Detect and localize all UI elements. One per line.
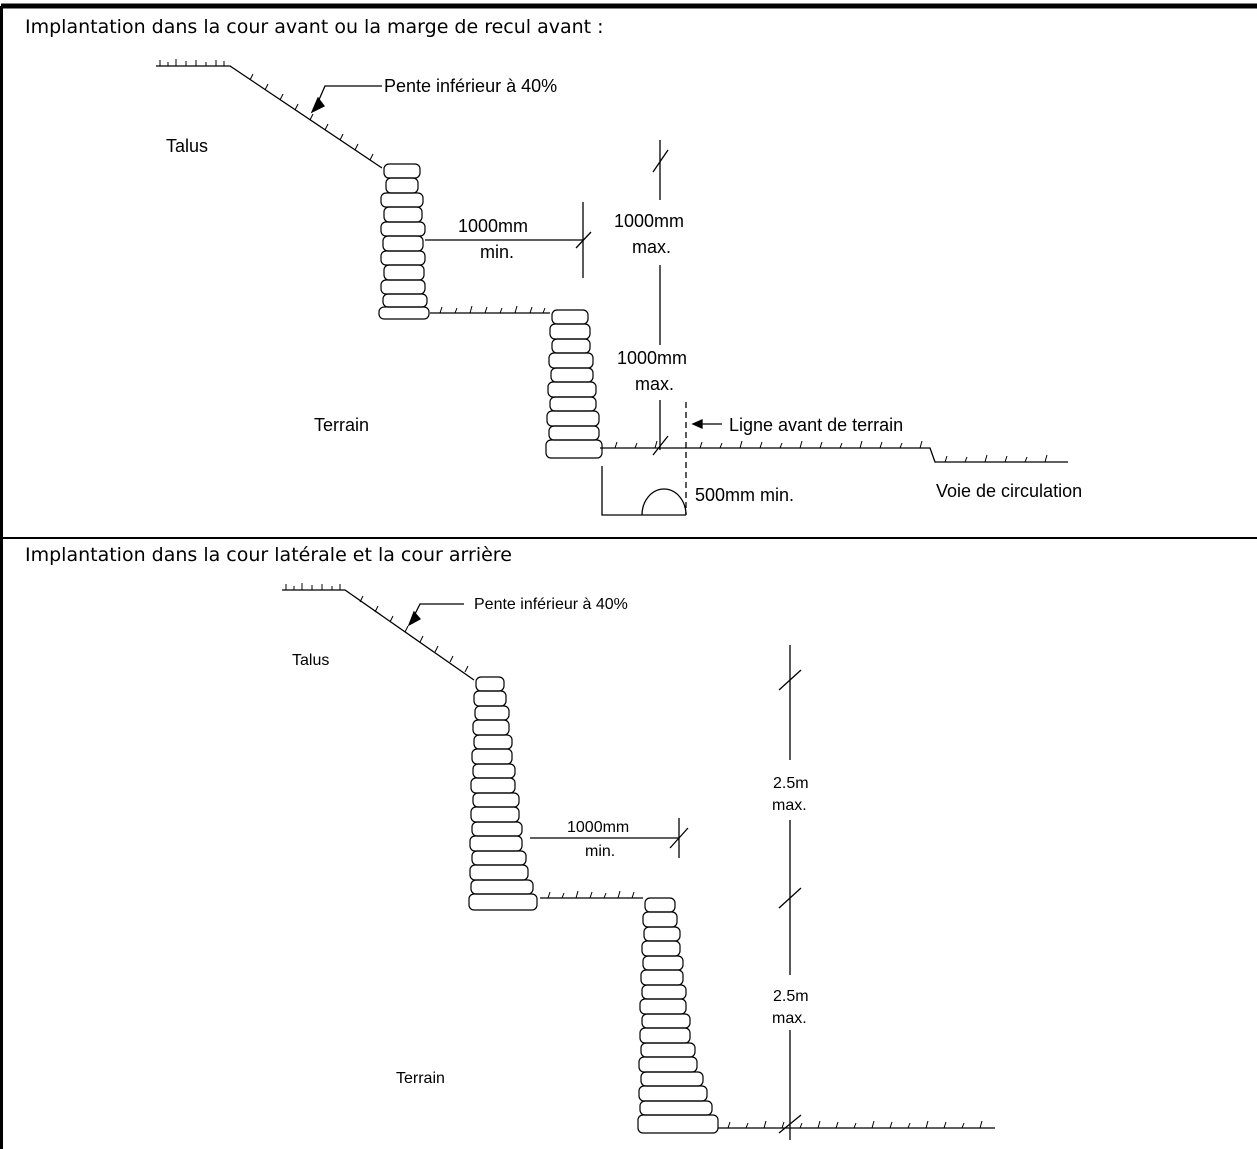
height-top-value-label-2: 2.5m [773,775,809,792]
talus-label: Talus [166,136,208,156]
panel-2-title: Implantation dans la cour latérale et la… [25,544,512,566]
terrain-label-2: Terrain [396,1070,445,1087]
talus-slope-line-2 [282,589,475,681]
road-label: Voie de circulation [936,481,1082,501]
terrain-label: Terrain [314,415,369,435]
height-bottom-value-label-2: 2.5m [773,988,809,1005]
height-bottom-value-label: 1000mm [617,348,687,368]
slope-label-2: Pente inférieur à 40% [474,596,628,613]
slope-label: Pente inférieur à 40% [384,76,557,96]
clearance-label: 500mm min. [695,485,794,505]
panel-2-labels: Pente inférieur à 40% Talus Terrain 1000… [292,596,809,1087]
height-top-note-label-2: max. [772,797,807,814]
panel-2-grass [285,583,983,1129]
panel-2-wall-upper [468,676,538,911]
panel-1-drawing [156,65,1068,516]
panel-1-grass [159,59,1048,463]
panel-1-title: Implantation dans la cour avant ou la ma… [25,16,604,38]
panel-1-wall-upper [378,163,430,320]
height-top-value-label: 1000mm [614,211,684,231]
height-bottom-note-label-2: max. [772,1010,807,1027]
panel-1-wall-lower [545,309,603,459]
height-bottom-note-label: max. [635,374,674,394]
front-line-label: Ligne avant de terrain [729,415,903,435]
talus-slope-line [156,65,383,169]
table-borders [0,3,1257,1149]
setback-value-label-2: 1000mm [567,819,629,836]
setback-value-label: 1000mm [458,216,528,236]
height-top-note-label: max. [632,237,671,257]
panel-2-wall-lower [637,897,719,1134]
panel-2-drawing [282,589,995,1140]
setback-note-label-2: min. [585,843,615,860]
slope-leader [317,85,382,103]
talus-label-2: Talus [292,652,329,669]
lower-ground [600,447,1068,463]
setback-note-label: min. [480,242,514,262]
panel-1-labels: Pente inférieur à 40% Talus Terrain 1000… [166,76,1082,505]
